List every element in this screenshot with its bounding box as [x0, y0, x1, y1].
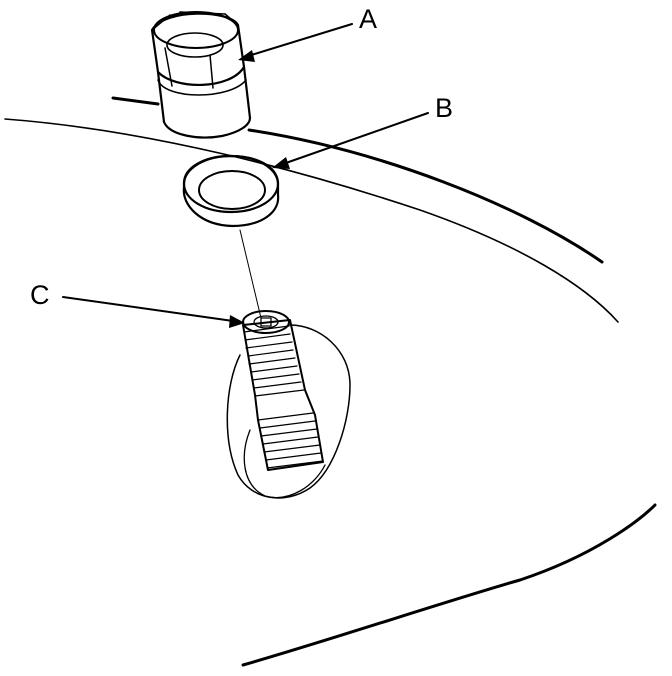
leader-b	[282, 112, 429, 165]
leader-lines	[62, 23, 429, 328]
stud-tip-inner	[253, 315, 279, 329]
leader-a	[247, 23, 353, 57]
panel-outer-arc	[4, 118, 619, 323]
callout-b-label: B	[435, 93, 453, 123]
nut-bore	[166, 32, 224, 58]
panel-edge-upper-left	[111, 96, 160, 106]
stud-boss	[226, 324, 351, 499]
arrowhead-c	[229, 315, 245, 328]
nut-collar	[156, 65, 252, 139]
callout-c-label: C	[30, 280, 50, 310]
panel-contours	[4, 96, 657, 667]
arrowhead-b	[272, 157, 290, 169]
nut-top-face	[153, 11, 239, 49]
arrowhead-a	[238, 50, 255, 62]
stud-body	[242, 319, 324, 471]
washer-top-face	[182, 154, 280, 214]
washer	[182, 154, 280, 228]
panel-edge-upper-right	[247, 128, 604, 264]
stud-hex-recess	[260, 317, 272, 327]
nut-hex-body	[150, 12, 246, 87]
leader-c	[62, 296, 234, 322]
stud-lower-threads	[257, 412, 324, 469]
callout-a-label: A	[359, 4, 377, 34]
assembly-centerline	[239, 229, 262, 319]
nut-collar-ridge	[157, 79, 247, 96]
boss-inner-outline	[243, 429, 326, 499]
cap-nut	[150, 11, 252, 139]
washer-hole	[198, 170, 266, 210]
panel-edge-lower	[241, 503, 657, 667]
boss-outer-outline	[226, 324, 351, 499]
stud-bolt	[242, 310, 324, 471]
